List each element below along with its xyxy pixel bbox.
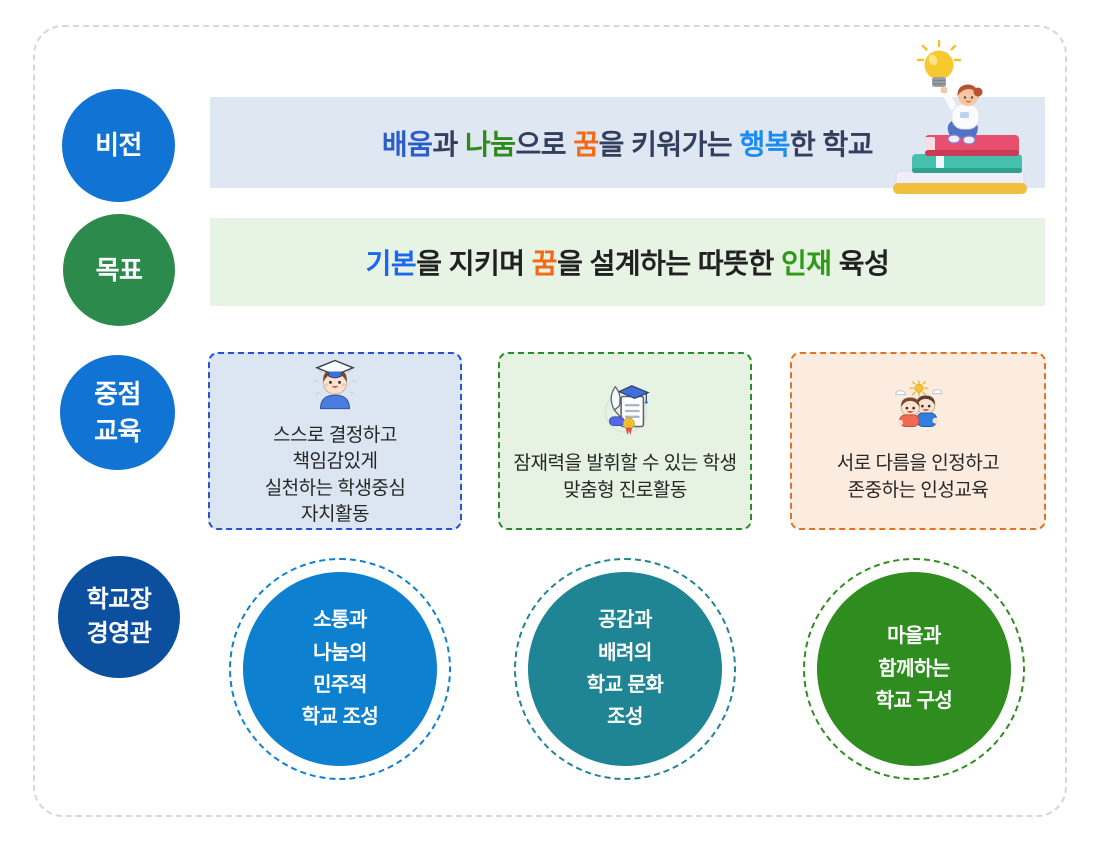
goal-label-circle: 목표 bbox=[63, 214, 175, 326]
girl-on-books-illustration bbox=[893, 40, 1027, 194]
goal-label: 목표 bbox=[95, 254, 143, 285]
vision-statement: 배움과 나눔으로 꿈을 키워가는 행복한 학교 bbox=[381, 128, 874, 160]
outer-dashed-frame bbox=[33, 25, 1067, 817]
student-graduate-icon bbox=[313, 359, 357, 410]
vision-label: 비전 bbox=[95, 130, 142, 161]
goal-banner: 기본을 지키며 꿈을 설계하는 따뜻한 인재 육성 bbox=[210, 218, 1045, 306]
goal-statement: 기본을 지키며 꿈을 설계하는 따뜻한 인재 육성 bbox=[365, 248, 890, 279]
friends-sun-icon bbox=[895, 380, 943, 428]
diploma-quill-icon bbox=[604, 385, 650, 436]
vision-label-circle: 비전 bbox=[62, 89, 175, 202]
